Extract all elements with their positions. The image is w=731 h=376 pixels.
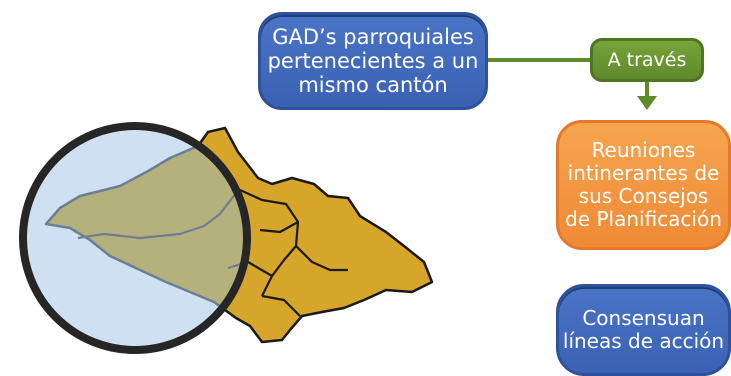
reuniones-box: Reuniones intinerantes de sus Consejos d… — [556, 120, 731, 250]
consensuan-box: Consensuan líneas de acción — [556, 284, 731, 376]
consensuan-label: Consensuan líneas de acción — [562, 306, 725, 353]
gad-parroquiales-box: GAD’s parroquiales pertenecientes a un m… — [258, 12, 488, 110]
gad-parroquiales-label: GAD’s parroquiales pertenecientes a un m… — [267, 25, 479, 97]
reuniones-label: Reuniones intinerantes de sus Consejos d… — [565, 138, 722, 231]
a-traves-label: A través — [607, 49, 687, 71]
a-traves-box: A través — [590, 38, 704, 82]
magnifier-lens-icon — [19, 122, 251, 354]
